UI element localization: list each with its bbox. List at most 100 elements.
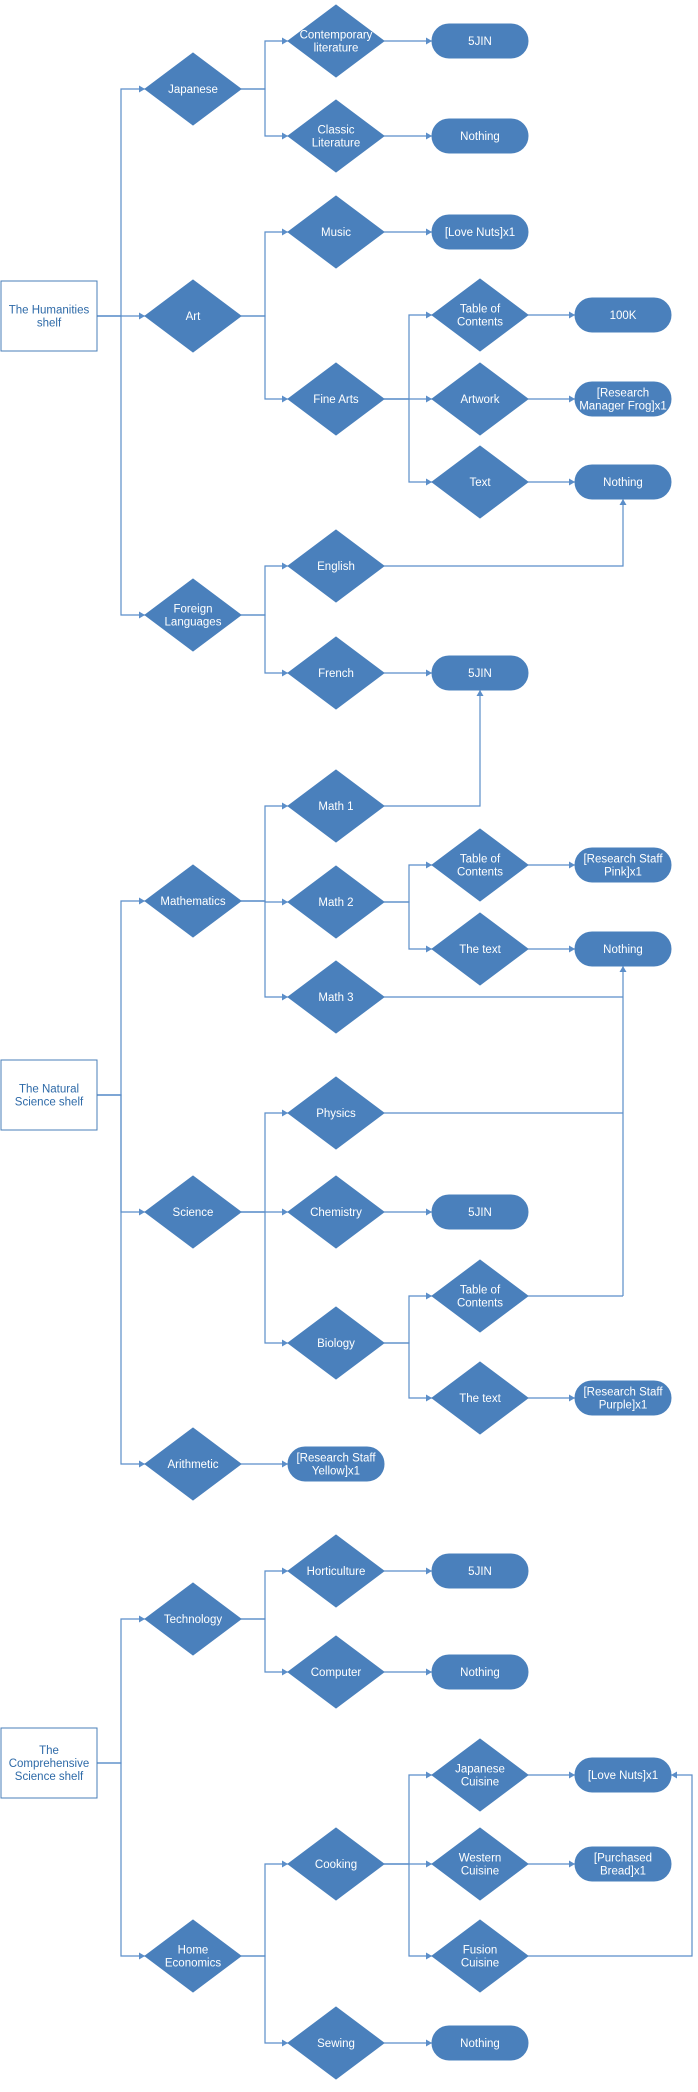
- node-label: Sewing: [317, 2038, 355, 2050]
- node-math1: Math 1: [287, 769, 385, 843]
- connector: [97, 88, 145, 317]
- decision-diamond: [287, 769, 385, 843]
- decision-diamond: [287, 4, 385, 78]
- node-label: Nothing: [460, 1667, 500, 1679]
- decision-diamond: [431, 362, 529, 436]
- result-pill: [574, 847, 672, 883]
- node-label: 5JIN: [468, 36, 492, 48]
- connector: [241, 1863, 288, 1957]
- arrowhead: [569, 1771, 575, 1779]
- arrowhead: [139, 611, 145, 619]
- arrowhead: [426, 1292, 432, 1300]
- node-label: Fine Arts: [313, 394, 359, 406]
- decision-diamond: [144, 1919, 242, 1993]
- node-art: Art: [144, 279, 242, 353]
- connector: [241, 1211, 288, 1344]
- arrowhead: [282, 132, 288, 140]
- node-music: Music: [287, 195, 385, 269]
- node-r-nothing5: Nothing: [431, 2025, 529, 2061]
- result-pill: [431, 1654, 529, 1690]
- node-text2: The text: [431, 912, 529, 986]
- connector: [241, 1955, 288, 2044]
- node-tech: Technology: [144, 1582, 242, 1656]
- result-pill: [431, 1553, 529, 1589]
- node-r-nothing2: Nothing: [574, 464, 672, 500]
- node-label: Biology: [317, 1338, 355, 1350]
- node-finearts: Fine Arts: [287, 362, 385, 436]
- arrowhead: [282, 37, 288, 45]
- result-pill: [431, 118, 529, 154]
- node-label: Nothing: [603, 944, 643, 956]
- arrowhead: [282, 1460, 288, 1468]
- decision-diamond: [287, 865, 385, 939]
- connector: [97, 1762, 145, 1957]
- node-hort: Horticulture: [287, 1534, 385, 1608]
- connector: [241, 1112, 288, 1213]
- result-pill: [431, 23, 529, 59]
- node-label: Text: [469, 477, 491, 489]
- decision-diamond: [287, 2006, 385, 2080]
- node-label: Music: [321, 227, 351, 239]
- decision-diamond: [287, 195, 385, 269]
- edges: [97, 37, 693, 2047]
- decision-diamond: [431, 828, 529, 902]
- node-label: [Love Nuts]x1: [445, 227, 515, 239]
- node-r-lovenuts2: [Love Nuts]x1: [574, 1757, 672, 1793]
- node-r-nothing3: Nothing: [574, 931, 672, 967]
- arrowhead: [426, 1952, 432, 1960]
- arrowhead: [282, 1109, 288, 1117]
- arrowhead: [282, 993, 288, 1001]
- arrowhead: [426, 1394, 432, 1402]
- node-text3: The text: [431, 1361, 529, 1435]
- shelf-box: [0, 1059, 98, 1131]
- node-label: The text: [459, 1393, 501, 1405]
- arrowhead: [569, 395, 575, 403]
- decision-diamond: [431, 445, 529, 519]
- decision-diamond: [144, 52, 242, 126]
- decision-diamond: [431, 912, 529, 986]
- connector: [97, 1094, 145, 1465]
- node-label: Technology: [164, 1614, 222, 1626]
- node-label: 5JIN: [468, 1207, 492, 1219]
- arrowhead: [282, 802, 288, 810]
- arrowhead: [426, 861, 432, 869]
- connector: [241, 231, 288, 317]
- node-label: The text: [459, 944, 501, 956]
- decision-diamond: [287, 636, 385, 710]
- node-label: Mathematics: [160, 896, 225, 908]
- arrowhead: [139, 1952, 145, 1960]
- arrowhead: [139, 1460, 145, 1468]
- arrowhead: [426, 395, 432, 403]
- result-pill: [431, 655, 529, 691]
- decision-diamond: [287, 1635, 385, 1709]
- arrowhead: [139, 897, 145, 905]
- result-pill: [431, 214, 529, 250]
- connector: [97, 900, 145, 1096]
- arrowhead: [426, 311, 432, 319]
- decision-diamond: [431, 1827, 529, 1901]
- arrowhead: [282, 228, 288, 236]
- arrowhead: [139, 85, 145, 93]
- connector: [97, 1618, 145, 1764]
- result-pill: [574, 381, 672, 417]
- decision-diamond: [431, 1919, 529, 1993]
- arrowhead: [426, 37, 432, 45]
- node-bio: Biology: [287, 1306, 385, 1380]
- node-english: English: [287, 529, 385, 603]
